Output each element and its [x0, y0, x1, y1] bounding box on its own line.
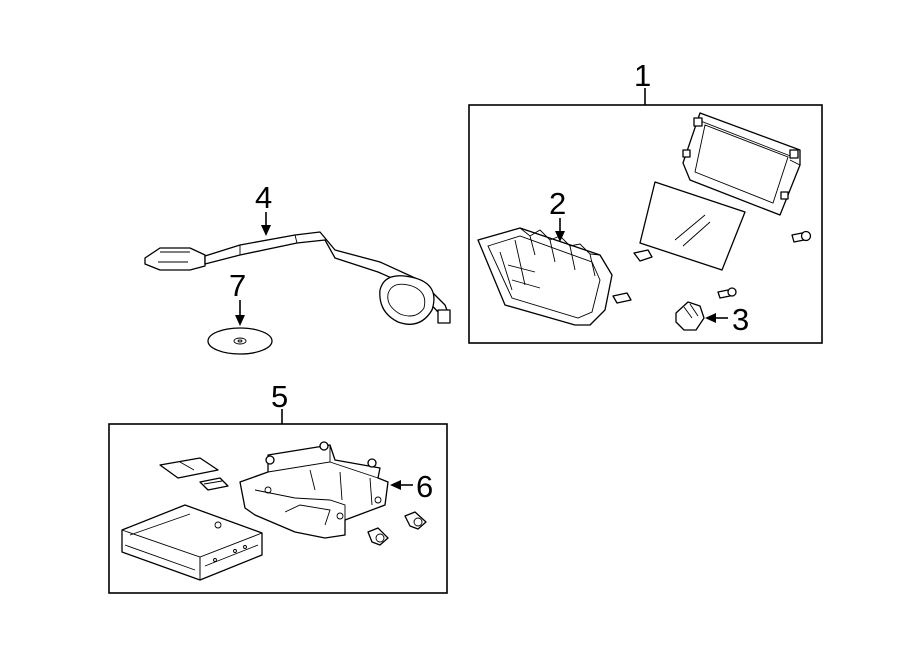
callout-7: 7 — [229, 268, 246, 303]
label-sticker-large — [159, 457, 219, 479]
callout-2-arrowhead — [555, 231, 565, 242]
clip-lower — [612, 292, 632, 304]
screw-small — [717, 287, 737, 299]
callout-6: 6 — [416, 469, 433, 504]
callout-4-arrowhead — [261, 225, 271, 236]
glass-panel — [639, 181, 746, 271]
callout-5: 5 — [271, 379, 288, 414]
display-frame — [682, 112, 801, 216]
group-5: 5 6 — [108, 379, 448, 594]
callout-3-arrowhead — [705, 313, 716, 323]
clip-upper — [633, 249, 653, 262]
mounting-bracket — [239, 441, 389, 539]
wiring-harness — [144, 231, 451, 325]
callout-7-arrowhead — [235, 315, 245, 326]
callout-4: 4 — [255, 180, 272, 215]
group-5-frame — [108, 423, 448, 594]
disc — [207, 327, 273, 355]
callout-3: 3 — [732, 302, 749, 337]
screw-right — [791, 230, 812, 243]
callout-1: 1 — [634, 58, 651, 93]
navigation-unit — [121, 504, 263, 581]
callout-6-arrowhead — [390, 480, 401, 490]
display-housing — [477, 227, 613, 326]
group-1: 1 — [468, 58, 823, 344]
bolt-left — [367, 527, 389, 546]
bulb-socket — [675, 301, 705, 331]
callout-2: 2 — [549, 186, 566, 221]
bolt-right — [404, 511, 427, 530]
